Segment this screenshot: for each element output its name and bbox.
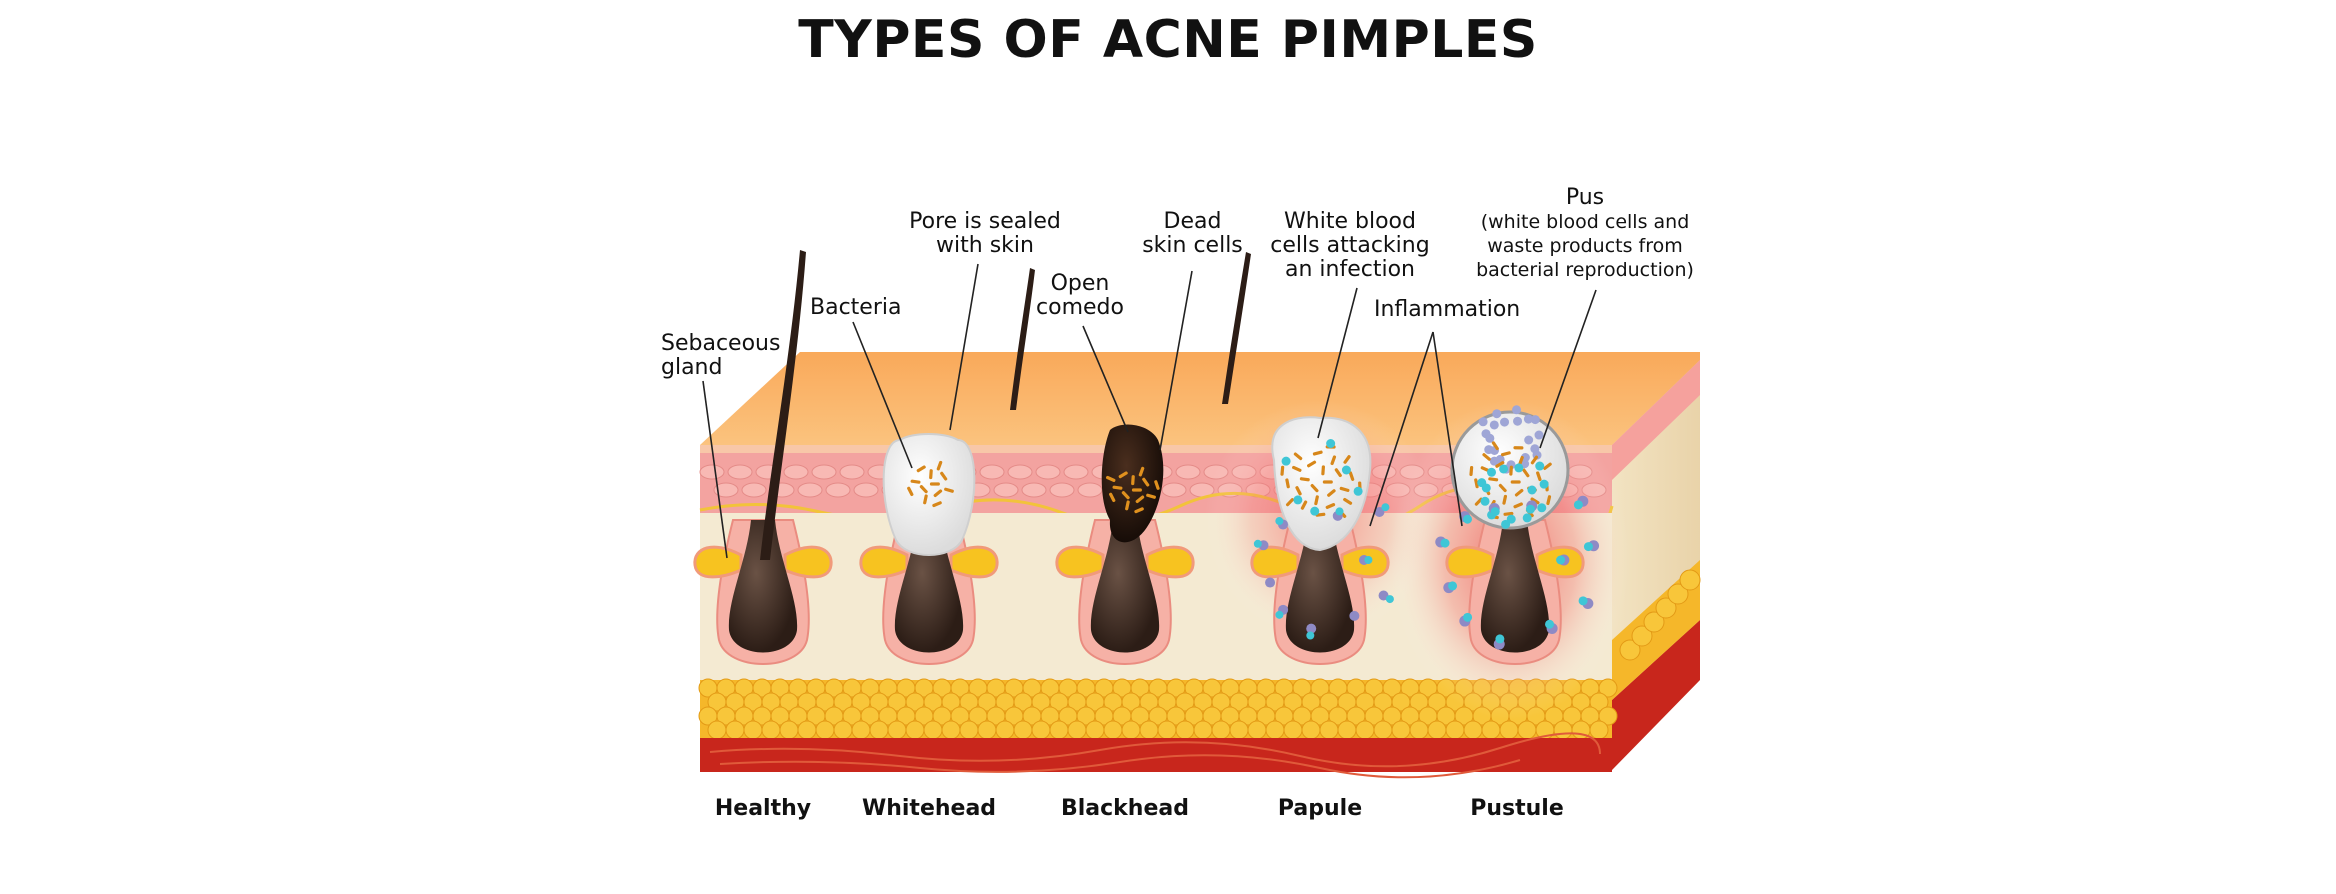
label-sebaceous-gland: Sebaceous gland xyxy=(661,331,781,380)
hair-bulb xyxy=(1285,520,1355,653)
label-white-blood-cells: White blood cells attacking an infection xyxy=(1270,209,1430,282)
caption-pustule: Pustule xyxy=(1470,796,1564,821)
label-dead-skin-cells: Dead skin cells xyxy=(1142,209,1243,258)
label-pus-detail: (white blood cells and waste products fr… xyxy=(1476,211,1694,281)
label-pore-sealed: Pore is sealed with skin xyxy=(909,209,1061,258)
hair-shaft xyxy=(760,250,806,560)
sebaceous-gland xyxy=(949,545,999,579)
sebaceous-gland xyxy=(783,545,833,579)
follicle-pustule xyxy=(1435,405,1600,665)
sebaceous-gland xyxy=(1250,545,1300,579)
label-bacteria: Bacteria xyxy=(810,295,902,320)
sebaceous-gland xyxy=(693,545,743,579)
label-inflammation: Inflammation xyxy=(1374,297,1521,322)
surface-hair xyxy=(1010,268,1035,410)
sebaceous-gland xyxy=(1055,545,1105,579)
follicle-whitehead xyxy=(859,433,999,665)
caption-whitehead: Whitehead xyxy=(861,796,997,821)
whitehead-plug xyxy=(882,433,976,556)
hair-bulb xyxy=(1480,520,1550,653)
label-open-comedo: Open comedo xyxy=(1036,271,1124,320)
label-pus: Pus xyxy=(1565,185,1605,210)
follicle-healthy xyxy=(693,250,833,665)
caption-papule: Papule xyxy=(1277,796,1363,821)
caption-healthy: Healthy xyxy=(714,796,812,821)
sebaceous-gland xyxy=(1145,545,1195,579)
follicle-blackhead xyxy=(1055,424,1195,665)
fat-cells xyxy=(698,569,1701,740)
hair-bulb xyxy=(1090,520,1160,653)
page-title: TYPES OF ACNE PIMPLES xyxy=(798,10,1538,70)
hair-bulb xyxy=(728,520,798,653)
pointer-lines xyxy=(702,263,1597,559)
follicles xyxy=(693,250,1600,665)
sebaceous-gland xyxy=(1445,545,1495,579)
sebaceous-gland xyxy=(859,545,909,579)
follicle-papule xyxy=(1250,416,1394,665)
surface-hair xyxy=(1222,252,1251,404)
caption-blackhead: Blackhead xyxy=(1060,796,1189,821)
